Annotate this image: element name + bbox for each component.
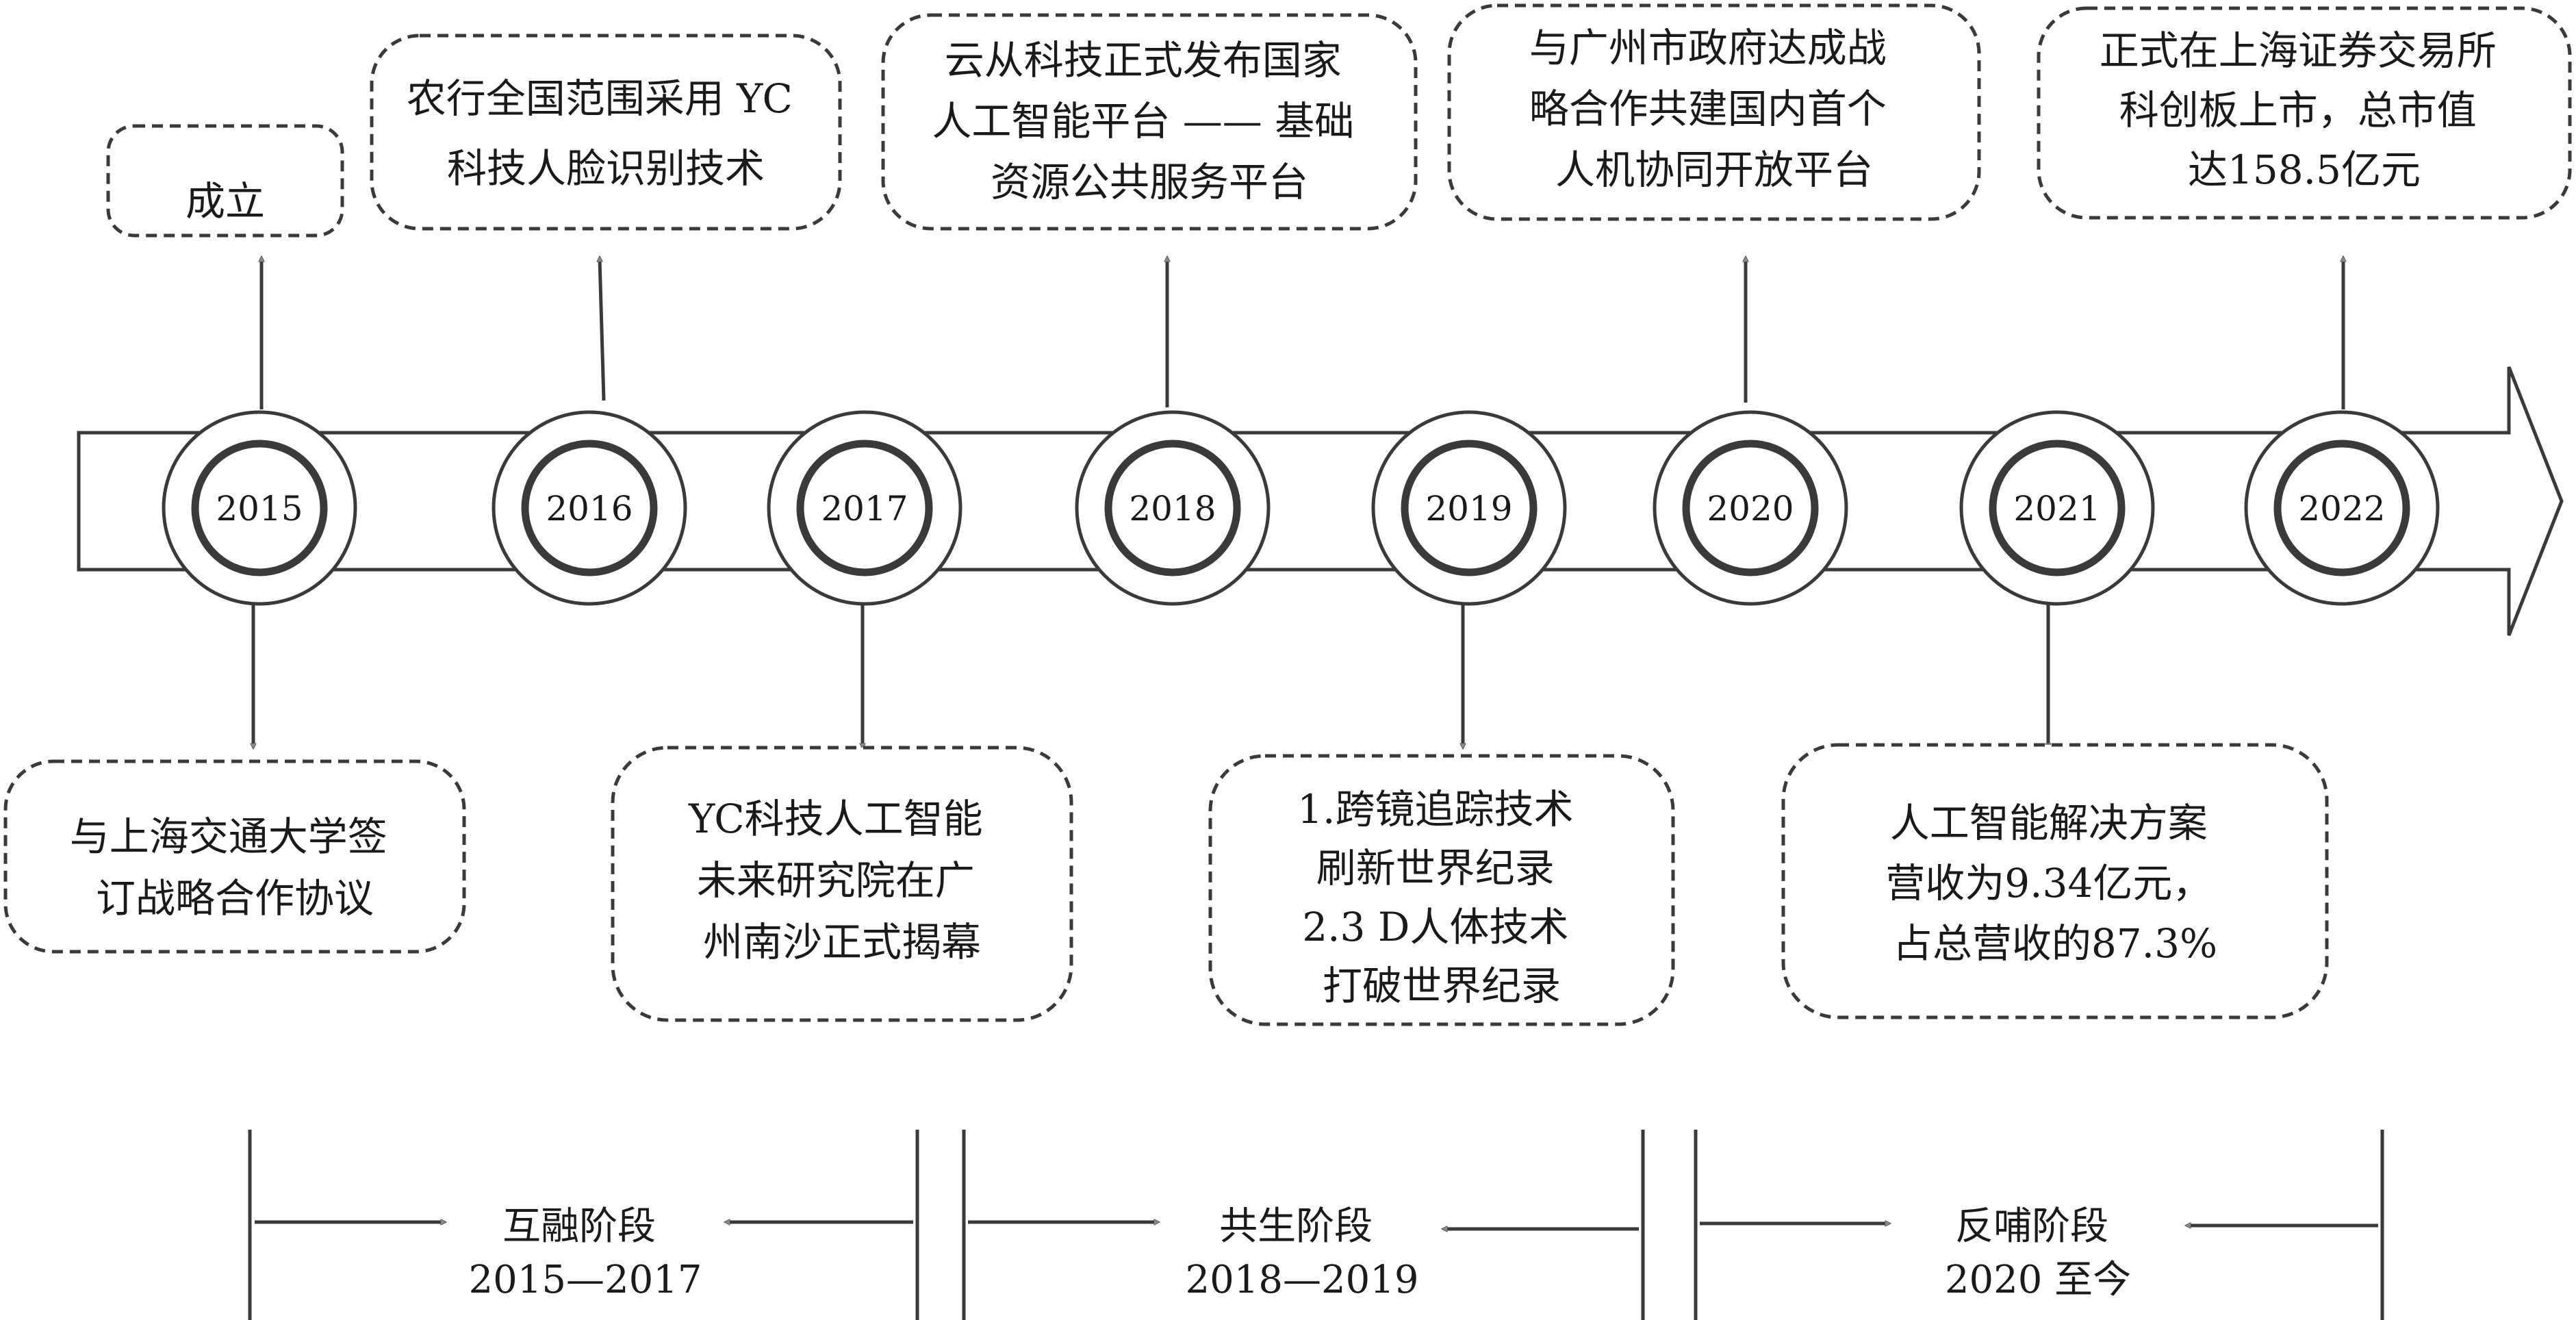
stage-1-name: 互融阶段 [502,1204,656,1249]
stage-2-label: 共生阶段 2018—2019 [1185,1204,1418,1302]
event-2017-bottom-line-1: YC科技人工智能 [688,796,983,842]
event-box-2019-bottom: 1.跨镜追踪技术 刷新世界纪录 2.3 D人体技术 打破世界纪录 [1208,754,1675,1026]
timeline-arrow [77,366,2564,636]
event-2015-top-line-1: 成立 [186,178,265,225]
event-2016-top-line-1: 农行全国范围采用 YC [407,75,793,122]
event-box-2015-top: 成立 [106,124,344,238]
event-2022-top-line-1: 正式在上海证券交易所 [2100,27,2497,74]
year-label-2021: 2021 [2013,489,2100,529]
event-2021-bottom-line-3: 占总营收的87.3% [1893,920,2217,967]
year-label-2022: 2022 [2298,489,2385,529]
svg-text:正式在上海证券交易所 科创板上市，总市值: 正式在上海证券交易所 科创板上市，总市值 达158.5亿元 [2100,27,2509,193]
stage-2-period: 2018—2019 [1185,1258,1418,1302]
event-2019-bottom-line-3: 2.3 D人体技术 [1302,904,1568,950]
event-2022-top-line-3: 达158.5亿元 [2188,147,2421,193]
event-box-2021-bottom: 人工智能解决方案 营收为9.34亿元， 占总营收的87.3% [1781,743,2329,1019]
stage-1-period: 2015—2017 [468,1258,702,1302]
stage-3-label: 反哺阶段 2020 至今 [1945,1204,2131,1302]
event-2017-bottom-line-3: 州南沙正式揭幕 [703,919,981,965]
event-box-2020-top: 与广州市政府达成战 略合作共建国内首个 人机协同开放平台 [1447,3,1981,221]
event-2018-top-line-1: 云从科技正式发布国家 [945,37,1342,84]
event-2018-top-line-3: 资源公共服务平台 [991,159,1308,205]
event-2018-top-line-2: 人工智能平台 —— 基础 [932,98,1354,144]
year-node-2021: 2021 [1959,410,2155,606]
event-2020-top-line-1: 与广州市政府达成战 [1529,25,1887,71]
event-2021-bottom-line-2: 营收为9.34亿元， [1885,860,2212,906]
year-label-2015: 2015 [216,489,303,529]
stage-3-name: 反哺阶段 [1955,1204,2108,1249]
svg-text:YC科技人工智能 未来研究院在广 州: YC科技人工智能 未来研究院在广 州南沙正式揭幕 [688,796,995,965]
event-2021-bottom-line-1: 人工智能解决方案 [1890,800,2208,846]
year-label-2017: 2017 [821,489,908,529]
event-2017-bottom-line-2: 未来研究院在广 [697,857,975,904]
event-2019-bottom-line-4: 打破世界纪录 [1323,963,1561,1009]
svg-text:1.跨镜追踪技术 刷新世界纪录 2.: 1.跨镜追踪技术 刷新世界纪录 2.3 D人体技术 打破世界纪录 [1297,786,1586,1009]
year-node-2017: 2017 [767,410,962,606]
year-node-2015: 2015 [162,410,357,606]
event-box-2016-top: 农行全国范围采用 YC 科技人脸识别技术 [370,34,842,231]
stage-2-name: 共生阶段 [1219,1204,1373,1249]
event-2022-top-line-2: 科创板上市，总市值 [2119,87,2477,134]
svg-text:人工智能解决方案 营收为9.34亿元，: 人工智能解决方案 营收为9.34亿元， 占总营收的87.3% [1885,800,2225,967]
event-2020-top-line-2: 略合作共建国内首个 [1529,86,1887,132]
svg-text:与广州市政府达成战 略合作共建国内首个: 与广州市政府达成战 略合作共建国内首个 人机协同开放平台 [1529,25,1899,193]
year-node-2022: 2022 [2244,410,2440,606]
year-node-2016: 2016 [492,410,687,606]
connector-up-2016 [600,259,606,401]
svg-text:农行全国范围采用 YC 科技人脸识别技术: 农行全国范围采用 YC 科技人脸识别技术 [407,75,806,192]
year-node-2020: 2020 [1653,410,1848,606]
svg-text:成立: 成立 [186,178,265,225]
stage-1-label: 互融阶段 2015—2017 [468,1204,702,1302]
event-2020-top-line-3: 人机协同开放平台 [1555,147,1873,193]
year-label-2019: 2019 [1425,489,1512,529]
event-2015-bottom-line-2: 订战略合作协议 [96,875,374,922]
event-box-2018-top: 云从科技正式发布国家 人工智能平台 —— 基础 资源公共服务平台 [881,13,1418,231]
year-label-2018: 2018 [1129,489,1216,529]
year-label-2016: 2016 [546,489,633,529]
svg-text:与上海交通大学签 订战略合作协议: 与上海交通大学签 订战略合作协议 [70,813,400,922]
year-label-2020: 2020 [1707,489,1794,529]
event-2019-bottom-line-2: 刷新世界纪录 [1316,845,1555,891]
event-box-2022-top: 正式在上海证券交易所 科创板上市，总市值 达158.5亿元 [2037,6,2572,220]
event-2019-bottom-line-1: 1.跨镜追踪技术 [1297,786,1573,833]
year-node-2018: 2018 [1075,410,1271,606]
event-box-2015-bottom: 与上海交通大学签 订战略合作协议 [3,759,466,954]
svg-text:云从科技正式发布国家 人工智能平台 —— 基础: 云从科技正式发布国家 人工智能平台 —— 基础 资源公共服务平台 [932,37,1366,205]
event-2016-top-line-2: 科技人脸识别技术 [447,145,765,192]
stage-3-period: 2020 至今 [1945,1258,2131,1302]
event-box-2017-bottom: YC科技人工智能 未来研究院在广 州南沙正式揭幕 [611,746,1073,1022]
event-2015-bottom-line-1: 与上海交通大学签 [70,813,387,860]
year-node-2019: 2019 [1371,410,1567,606]
